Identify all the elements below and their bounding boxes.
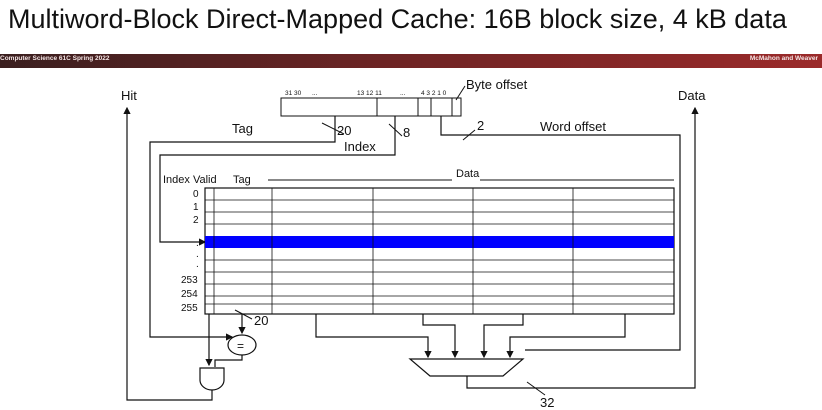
compare-to-and-wire [214, 355, 243, 367]
word-offset-wire [440, 116, 681, 351]
bit-label-high: 31 30 [285, 90, 302, 97]
comparator-symbol: = [237, 339, 244, 353]
data-out-slash [526, 381, 546, 396]
row-index-2: 2 [193, 215, 199, 226]
data-output-label: Data [678, 88, 706, 103]
tag-width: 20 [337, 123, 351, 138]
authors-label: McMahon and Weaver [749, 55, 818, 62]
selected-cache-line [205, 236, 674, 248]
byte-offset-pointer [455, 85, 466, 101]
word1-wire [422, 314, 459, 359]
hit-wire [123, 106, 213, 401]
tag-field-label: Tag [232, 121, 253, 136]
header-index-valid: Index Valid [163, 174, 217, 186]
row-index-254: 254 [181, 289, 198, 300]
row-index-1: 1 [193, 202, 199, 213]
word-offset-label: Word offset [540, 119, 606, 134]
address-register: 31 30 ... 13 12 11 ... 4 3 2 1 0 [280, 90, 462, 117]
bit-label-low: 4 3 2 1 0 [421, 90, 447, 97]
index-wire [159, 116, 396, 246]
header-data: Data [456, 168, 480, 180]
tag-wire [149, 116, 336, 341]
compare-width: 20 [254, 313, 268, 328]
row-index-0: 0 [193, 189, 199, 200]
row-index-253: 253 [181, 275, 198, 286]
data-multiplexer [408, 358, 525, 377]
word2-wire [480, 314, 524, 359]
row-ellipsis-2: . [196, 249, 199, 260]
index-width: 8 [403, 125, 410, 140]
word3-wire [506, 314, 626, 359]
cache-table [204, 187, 675, 315]
bit-label-ellipsis-1: ... [312, 90, 318, 97]
slide-title: Multiword-Block Direct-Mapped Cache: 16B… [8, 4, 787, 34]
row-ellipsis-3: . [196, 259, 199, 270]
header-tag: Tag [233, 174, 251, 186]
hit-label: Hit [121, 88, 137, 103]
data-out-wire [466, 106, 699, 389]
course-label: Computer Science 61C Spring 2022 [0, 55, 110, 62]
tag-width-slash [321, 122, 345, 135]
word-offset-width: 2 [477, 118, 484, 133]
word0-wire [315, 314, 432, 359]
index-width-slash [388, 123, 403, 137]
byte-offset-label: Byte offset [466, 77, 528, 92]
row-index-255: 255 [181, 303, 198, 314]
compare-width-slash [234, 309, 253, 320]
word-offset-slash [462, 129, 476, 141]
footer-banner: Computer Science 61C Spring 2022 McMahon… [0, 54, 822, 68]
row-ellipsis-1: . [196, 238, 199, 249]
data-out-width: 32 [540, 395, 554, 410]
bit-label-ellipsis-2: ... [400, 90, 406, 97]
bit-label-mid: 13 12 11 [357, 90, 382, 97]
index-field-label: Index [344, 139, 376, 154]
and-gate [199, 367, 225, 391]
